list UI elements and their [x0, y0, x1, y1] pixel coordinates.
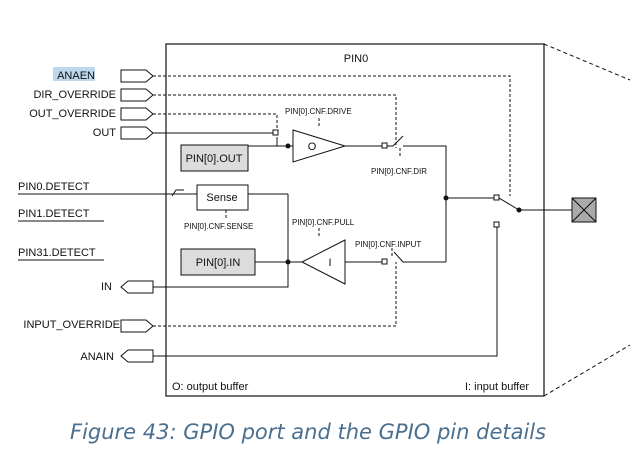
input-override-ctrl: [153, 262, 397, 327]
input-buffer-symbol: I: [328, 257, 331, 269]
sq-out: [272, 129, 279, 136]
pin-in-text: PIN[0].IN: [196, 257, 241, 269]
dot-mux: [516, 207, 522, 213]
out-override-label: OUT_OVERRIDE: [29, 108, 116, 120]
pin-out-box: [180, 144, 249, 172]
edge-symbol: [171, 189, 184, 197]
cnf-drive-label: PIN[0].CNF.DRIVE: [285, 107, 352, 116]
cnf-dir-label: PIN[0].CNF.DIR: [371, 167, 427, 176]
dir-override-label: DIR_OVERRIDE: [33, 89, 116, 101]
anain-port: [120, 349, 154, 363]
sq-anain: [493, 221, 500, 228]
signal-lines: [153, 132, 572, 357]
sq-in: [381, 258, 388, 265]
sense-text: Sense: [206, 192, 237, 204]
out-label: OUT: [93, 127, 117, 139]
input-buffer-triangle: [300, 239, 346, 285]
output-ports: [120, 280, 154, 363]
in-line: [153, 194, 289, 288]
out-port: [120, 126, 154, 140]
junction-dots: [285, 143, 522, 265]
figure-caption: Figure 43: GPIO port and the GPIO pin de…: [70, 420, 547, 444]
zoom-line-top: [543, 43, 631, 81]
legend-input-buffer: I: input buffer: [465, 381, 529, 393]
legend-output-buffer: O: output buffer: [172, 381, 249, 393]
anaen-highlight: [53, 67, 95, 81]
cnf-pull-label: PIN[0].CNF.PULL: [292, 218, 355, 227]
pad-cross-b: [571, 197, 597, 223]
dir-override-ctrl: [153, 94, 397, 148]
input-ports: [120, 69, 154, 333]
pin31-detect-label: PIN31.DETECT: [18, 247, 96, 259]
anain-label: ANAIN: [80, 351, 114, 363]
sense-box: [196, 184, 249, 211]
pin1-detect-label: PIN1.DETECT: [18, 208, 90, 220]
dir-switch-blade: [392, 135, 404, 147]
in-port: [120, 280, 154, 294]
dir-override-port: [120, 88, 154, 102]
connection-squares: [272, 129, 500, 265]
output-buffer-symbol: O: [308, 141, 317, 153]
input-override-label: INPUT_OVERRIDE: [23, 319, 120, 331]
dot-out: [285, 143, 291, 149]
sq-dir: [381, 142, 388, 149]
anaen-ctrl: [153, 75, 511, 196]
input-override-port: [120, 319, 154, 333]
cnf-input-label: PIN[0].CNF.INPUT: [355, 240, 421, 249]
dot-in: [285, 259, 291, 265]
out-override-ctrl: [153, 113, 278, 130]
output-buffer-triangle: [292, 129, 347, 163]
pin0-detect-label: PIN0.DETECT: [18, 181, 90, 193]
anain-line: [153, 226, 498, 357]
anaen-label: ANAEN: [57, 70, 95, 82]
input-switch-blade: [393, 251, 404, 263]
out-to-buffer: [276, 137, 293, 147]
pin-out-text: PIN[0].OUT: [186, 153, 243, 165]
anaen-port: [120, 69, 154, 83]
to-right-bus: [403, 145, 447, 262]
dot-bus: [443, 195, 449, 201]
sq-mux: [493, 194, 500, 201]
pin-in-box: [180, 248, 256, 276]
pin0-title: PIN0: [344, 53, 368, 65]
cnf-sense-label: PIN[0].CNF.SENSE: [184, 222, 253, 231]
pin0-box: [165, 43, 545, 397]
mux-blade: [498, 197, 520, 211]
out-override-port: [120, 107, 154, 121]
control-lines: [153, 75, 511, 327]
zoom-line-bottom: [543, 344, 631, 397]
in-label: IN: [101, 281, 112, 293]
